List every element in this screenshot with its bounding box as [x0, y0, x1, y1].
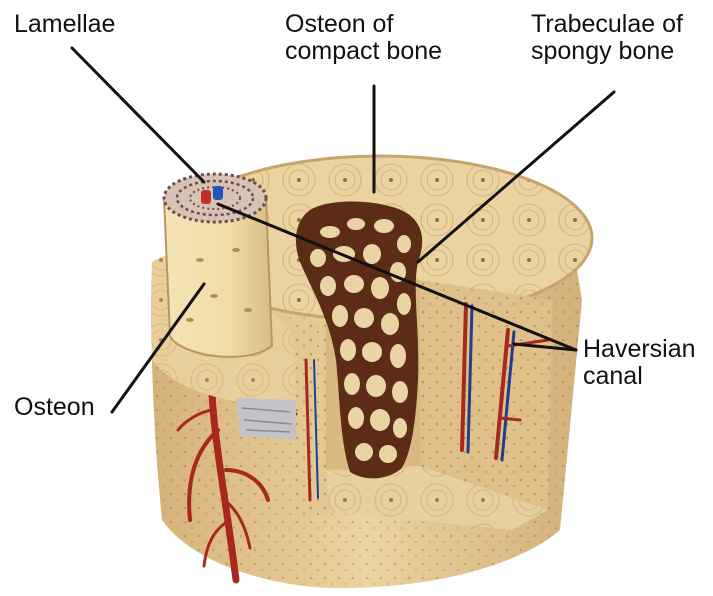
- label-haversian-canal: Haversian canal: [583, 336, 696, 390]
- leader-line-lamellae: [72, 48, 204, 182]
- label-osteon-of-compact-bone-line2: compact bone: [285, 38, 442, 65]
- label-haversian-line2: canal: [583, 363, 696, 390]
- label-osteon-of-compact-bone: Osteon of compact bone: [285, 11, 442, 65]
- osteon-artery: [201, 190, 211, 204]
- label-haversian-line1: Haversian: [583, 336, 696, 363]
- label-trabeculae-of-spongy-bone: Trabeculae of spongy bone: [531, 11, 683, 65]
- label-lamellae: Lamellae: [14, 11, 115, 38]
- label-trabeculae-line2: spongy bone: [531, 38, 683, 65]
- osteon-cylinder: [164, 174, 272, 357]
- label-osteon: Osteon: [14, 394, 95, 421]
- osteon-vein: [213, 186, 223, 200]
- label-osteon-of-compact-bone-line1: Osteon of: [285, 11, 442, 38]
- label-trabeculae-line1: Trabeculae of: [531, 11, 683, 38]
